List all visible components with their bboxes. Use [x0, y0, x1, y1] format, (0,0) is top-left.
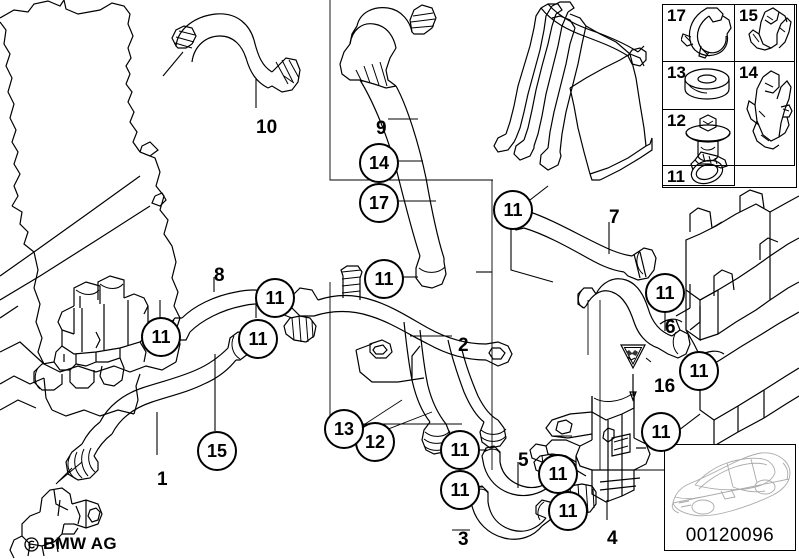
copyright-icon: [24, 536, 39, 552]
legend-number-12: 12: [667, 111, 686, 130]
heater-housing-right-drawing: [659, 189, 799, 447]
part-number-box: 00120096: [664, 522, 796, 551]
callout-11-b11i[interactable]: 11: [440, 430, 480, 470]
heater-valve-left-drawing: [33, 275, 177, 391]
legend-number-11: 11: [667, 167, 685, 186]
callout-11-b11f[interactable]: 11: [645, 273, 685, 313]
retaining-clip-icon: [748, 7, 792, 51]
callout-11-b11g[interactable]: 11: [679, 351, 719, 391]
legend-cell-11[interactable]: 11: [662, 151, 735, 186]
callout-11-b11b[interactable]: 11: [255, 278, 295, 318]
callout-11-b11h[interactable]: 11: [641, 412, 681, 452]
callout-14-b14[interactable]: 14: [359, 143, 399, 183]
callout-16-c16[interactable]: 16: [654, 376, 676, 397]
hose-10-drawing: [162, 13, 301, 108]
callout-11-b11l[interactable]: 11: [548, 491, 588, 531]
legend-number-15: 15: [739, 6, 758, 25]
vehicle-thumbnail-box: [664, 444, 796, 524]
legend-cell-13[interactable]: 13: [662, 61, 735, 110]
legend-cell-14[interactable]: 14: [734, 61, 795, 166]
legend-cell-15[interactable]: 15: [734, 4, 795, 62]
callout-11-b11a[interactable]: 11: [141, 317, 181, 357]
callout-11-b11e[interactable]: 11: [493, 190, 533, 230]
hose-1-drawing: [55, 331, 253, 485]
legend-cell-17[interactable]: 17: [662, 4, 735, 62]
callout-4-c4[interactable]: 4: [607, 528, 618, 549]
callout-8-c8[interactable]: 8: [214, 265, 225, 286]
callout-17-b17[interactable]: 17: [359, 183, 399, 223]
legend-number-17: 17: [667, 6, 686, 25]
legend-number-13: 13: [667, 63, 686, 82]
callout-11-b11k[interactable]: 11: [538, 454, 578, 494]
heater-core-drawing: [493, 1, 653, 181]
callout-2-c2[interactable]: 2: [458, 335, 469, 356]
callout-11-b11c[interactable]: 11: [238, 319, 278, 359]
callout-11-b11d[interactable]: 11: [364, 259, 404, 299]
vehicle-outline-icon: [671, 452, 791, 517]
legend-panel: 17 15: [662, 4, 797, 188]
callout-11-b11j[interactable]: 11: [440, 470, 480, 510]
callout-9-c9[interactable]: 9: [376, 118, 387, 139]
legend-number-14: 14: [739, 63, 758, 82]
double-pipe-clip-icon: [746, 70, 793, 150]
part-number-text: 00120096: [685, 525, 775, 546]
copyright-mark: BMW AG: [24, 534, 117, 554]
hose-9-drawing: [339, 4, 447, 289]
rubber-grommet-icon: [684, 68, 730, 100]
water-pump-drawing: [9, 461, 103, 559]
callout-7-c7[interactable]: 7: [609, 207, 620, 228]
position-guide-lines: [329, 0, 690, 471]
callout-6-c6[interactable]: 6: [665, 317, 676, 338]
warning-triangle-icon: [620, 344, 652, 370]
callout-13-b13[interactable]: 13: [324, 409, 364, 449]
hose-clamp-spring-icon: [681, 7, 732, 59]
callout-5-c5[interactable]: 5: [518, 450, 529, 471]
worm-drive-clamp-icon: [690, 151, 728, 185]
copyright-text: BMW AG: [43, 534, 117, 553]
callout-1-c1[interactable]: 1: [157, 469, 168, 490]
callout-15-b15[interactable]: 15: [197, 431, 237, 471]
callout-3-c3[interactable]: 3: [458, 529, 469, 550]
callout-10-c10[interactable]: 10: [256, 117, 278, 138]
